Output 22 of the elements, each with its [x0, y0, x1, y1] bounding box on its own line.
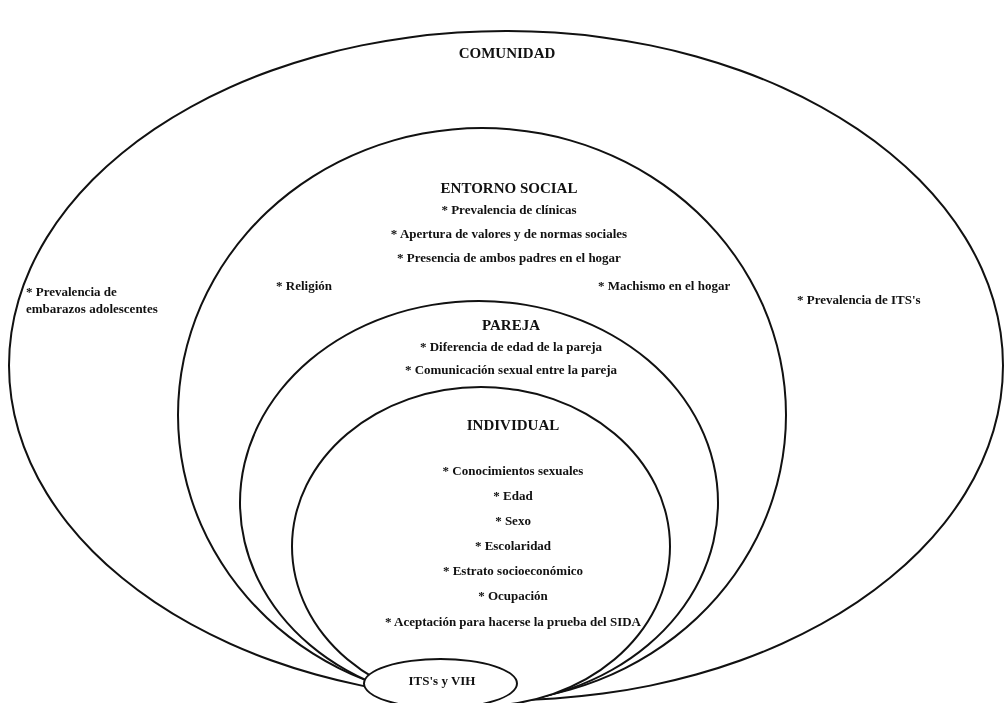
region-title: COMUNIDAD — [458, 44, 556, 63]
factor-text: * Apertura de valores y de normas sociales — [390, 226, 628, 243]
factor-text: * Religión — [276, 278, 332, 295]
factor-text: * Presencia de ambos padres en el hogar — [397, 250, 621, 267]
factor-text: * Sexo — [495, 513, 531, 530]
factor-text: * Prevalencia de clínicas — [441, 202, 577, 219]
factor-text: * Estrato socioeconómico — [442, 563, 584, 580]
factor-text: * Edad — [493, 488, 533, 505]
factor-text: * Prevalencia de ITS's — [797, 292, 921, 309]
factor-text: * Aceptación para hacerse la prueba del SIDA — [385, 614, 641, 631]
region-title: PAREJA — [481, 316, 541, 335]
region-title: INDIVIDUAL — [466, 416, 560, 435]
factor-text: * Conocimientos sexuales — [442, 463, 584, 480]
ellipse-region — [363, 658, 518, 703]
factor-text: * Diferencia de edad de la pareja — [419, 339, 603, 356]
factor-text: * Prevalencia de embarazos adolescentes — [26, 284, 159, 318]
factor-text: * Machismo en el hogar — [598, 278, 731, 295]
region-title: ENTORNO SOCIAL — [440, 179, 578, 198]
factor-text: * Ocupación — [478, 588, 548, 605]
factor-text: * Comunicación sexual entre la pareja — [404, 362, 618, 379]
factor-text: ITS's y VIH — [408, 673, 476, 690]
factor-text: * Escolaridad — [474, 538, 552, 555]
